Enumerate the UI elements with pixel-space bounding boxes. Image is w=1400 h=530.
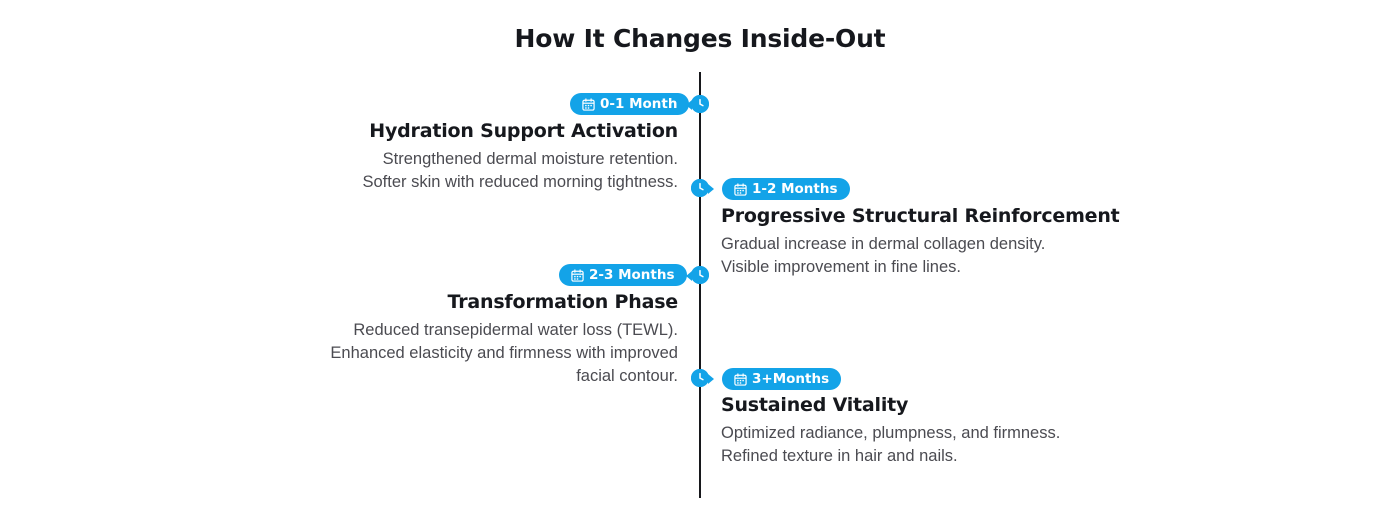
entry-body-line: Refined texture in hair and nails. (721, 447, 958, 465)
entry-body: Gradual increase in dermal collagen dens… (721, 233, 1181, 279)
entry-body-line: Strengthened dermal moisture retention. (382, 150, 678, 168)
clock-icon (691, 369, 709, 387)
timeline-marker-3 (686, 266, 709, 284)
entry-title: Progressive Structural Reinforcement (721, 205, 1120, 227)
timeline-marker-2 (691, 179, 714, 197)
timeline-badge-label: 0-1 Month (600, 95, 678, 112)
marker-pointer (686, 270, 692, 281)
entry-body-line: Gradual increase in dermal collagen dens… (721, 235, 1046, 253)
timeline-badge-label: 3+Months (752, 370, 830, 387)
timeline-entry-4: Sustained Vitality Optimized radiance, p… (721, 394, 1181, 468)
timeline-badge-4[interactable]: 3+Months (722, 368, 842, 390)
entry-body-line: Reduced transepidermal water loss (TEWL)… (353, 321, 678, 339)
clock-icon (691, 179, 709, 197)
timeline-entry-1: Hydration Support Activation Strengthene… (278, 120, 679, 194)
entry-body-line: Softer skin with reduced morning tightne… (362, 173, 679, 191)
timeline-marker-1 (686, 95, 709, 113)
entry-body: Reduced transepidermal water loss (TEWL)… (278, 319, 678, 388)
entry-title: Transformation Phase (447, 291, 679, 313)
page-title: How It Changes Inside-Out (514, 24, 886, 53)
timeline-marker-4 (691, 369, 714, 387)
timeline-badge-1[interactable]: 0-1 Month (570, 93, 690, 115)
calendar-icon (571, 268, 584, 282)
entry-body: Optimized radiance, plumpness, and firmn… (721, 422, 1181, 468)
entry-title: Hydration Support Activation (369, 120, 678, 142)
entry-body-line: Enhanced elasticity and firmness with im… (330, 344, 678, 362)
marker-pointer (708, 373, 714, 384)
calendar-icon (582, 97, 595, 111)
timeline-axis (699, 72, 701, 498)
clock-icon (691, 266, 709, 284)
calendar-icon (734, 182, 747, 196)
timeline-entry-2: Progressive Structural Reinforcement Gra… (721, 205, 1181, 279)
timeline-badge-label: 2-3 Months (589, 266, 675, 283)
entry-body-line: Optimized radiance, plumpness, and firmn… (721, 424, 1061, 442)
calendar-icon (734, 372, 747, 386)
timeline-entry-3: Transformation Phase Reduced transepider… (278, 291, 678, 388)
entry-title: Sustained Vitality (721, 394, 909, 416)
entry-body: Strengthened dermal moisture retention. … (278, 148, 679, 194)
entry-body-line: Visible improvement in fine lines. (721, 258, 961, 276)
timeline-badge-label: 1-2 Months (752, 180, 838, 197)
clock-icon (691, 95, 709, 113)
marker-pointer (686, 99, 692, 110)
timeline-badge-3[interactable]: 2-3 Months (559, 264, 687, 286)
entry-body-line: facial contour. (576, 367, 678, 385)
marker-pointer (708, 183, 714, 194)
timeline-badge-2[interactable]: 1-2 Months (722, 178, 850, 200)
